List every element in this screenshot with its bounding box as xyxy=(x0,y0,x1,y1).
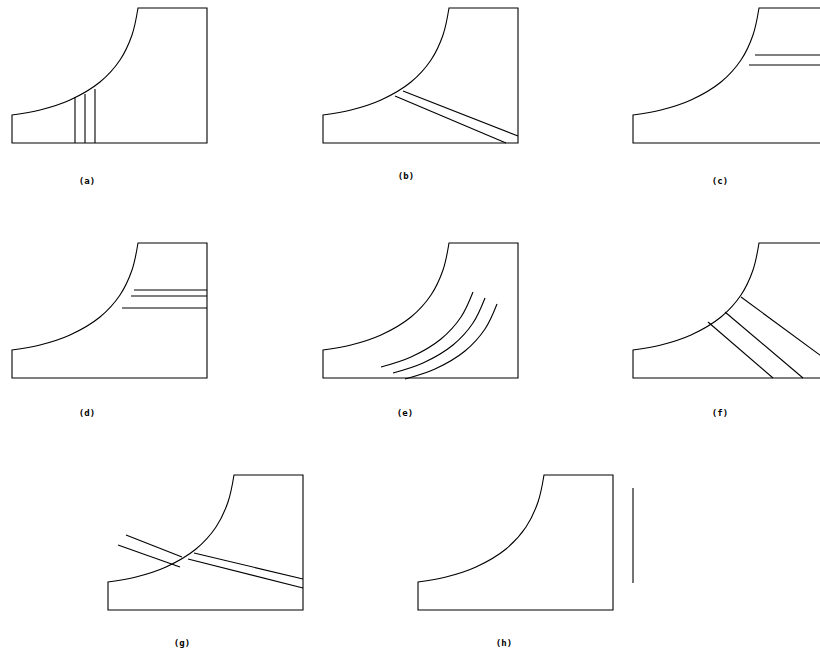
joint-line xyxy=(725,312,803,378)
panel-label: (f) xyxy=(712,408,728,418)
joint-line xyxy=(131,295,207,296)
panel-label: (h) xyxy=(496,638,512,648)
slope-section xyxy=(323,243,518,379)
slope-section xyxy=(12,243,207,378)
joint-line xyxy=(84,94,85,143)
joint-line xyxy=(134,289,207,290)
slope-section xyxy=(633,243,820,378)
slope-section xyxy=(418,475,633,610)
slope-profile xyxy=(633,8,820,143)
joint-line xyxy=(755,54,820,55)
joint-line xyxy=(403,91,518,136)
panel-label: (g) xyxy=(174,638,190,648)
joint-line xyxy=(393,298,485,373)
joint-line xyxy=(708,322,773,378)
joint-line xyxy=(94,89,95,143)
panel-label: (b) xyxy=(398,171,414,181)
slope-profile xyxy=(108,475,303,610)
joint-line xyxy=(188,559,303,588)
joint-line xyxy=(741,297,820,361)
vertical-joint xyxy=(632,488,633,583)
slope-profile xyxy=(418,475,613,610)
joint-line xyxy=(74,97,75,143)
slope-profile xyxy=(633,243,820,378)
slope-section xyxy=(323,8,518,143)
slope-section xyxy=(633,8,820,143)
slope-profile xyxy=(323,8,518,143)
slope-section xyxy=(12,8,207,143)
joint-line xyxy=(122,307,207,308)
joint-line xyxy=(395,96,506,143)
joint-line xyxy=(118,545,180,567)
panel-label: (d) xyxy=(79,408,95,418)
panel-label: (a) xyxy=(79,176,95,186)
joint-line xyxy=(194,553,303,579)
slope-profile xyxy=(323,243,518,378)
joint-line xyxy=(749,64,820,65)
joint-line xyxy=(126,535,182,557)
slope-section xyxy=(108,475,303,610)
panel-label: (c) xyxy=(712,176,728,186)
slope-profile xyxy=(12,243,207,378)
panel-label: (e) xyxy=(397,408,413,418)
joint-line xyxy=(405,304,497,379)
slope-profile xyxy=(12,8,207,143)
